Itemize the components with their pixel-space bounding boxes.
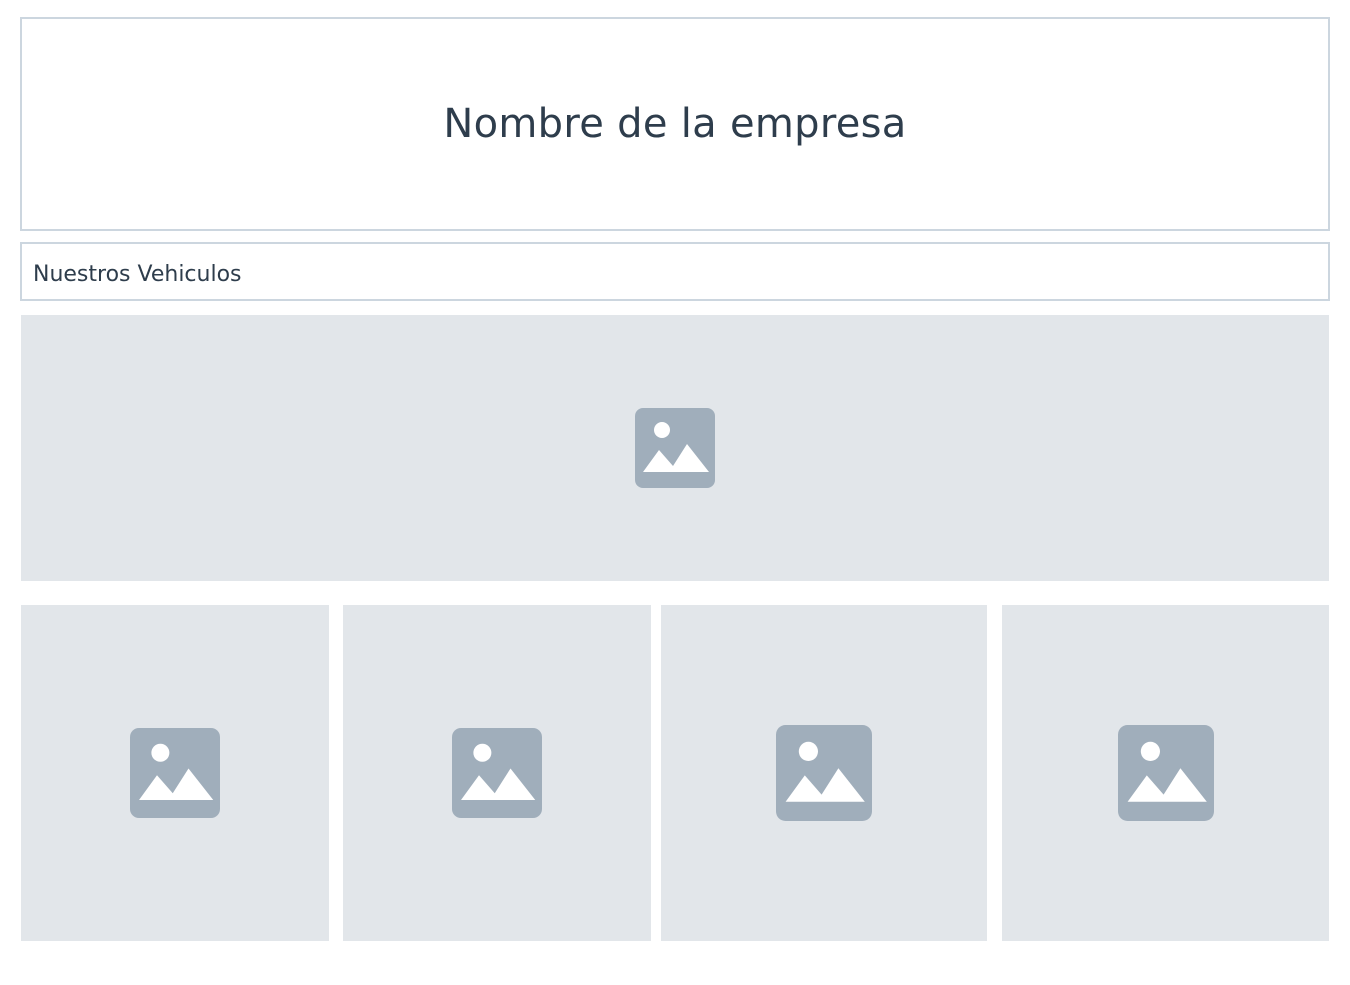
vehicle-image-placeholder[interactable] (21, 605, 329, 941)
image-placeholder-icon (130, 728, 220, 818)
hero-image-placeholder[interactable] (21, 315, 1329, 581)
vehicle-image-placeholder[interactable] (1002, 605, 1329, 941)
company-name: Nombre de la empresa (443, 101, 907, 147)
vehicle-image-placeholder[interactable] (661, 605, 987, 941)
image-placeholder-icon (1117, 725, 1214, 821)
image-placeholder-icon (452, 728, 542, 818)
section-header: Nuestros Vehiculos (20, 242, 1330, 301)
section-title: Nuestros Vehiculos (33, 262, 242, 287)
company-header: Nombre de la empresa (20, 17, 1330, 231)
image-placeholder-icon (635, 408, 715, 488)
vehicle-image-placeholder[interactable] (343, 605, 651, 941)
image-placeholder-icon (776, 725, 872, 821)
